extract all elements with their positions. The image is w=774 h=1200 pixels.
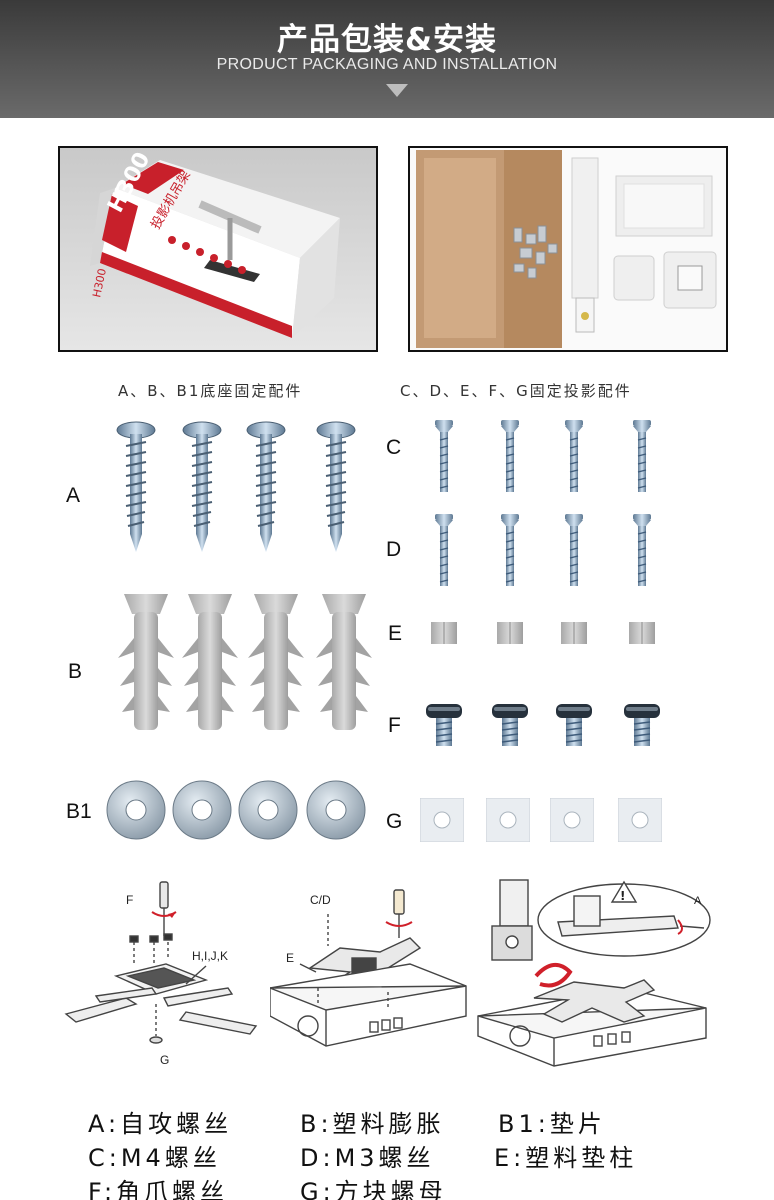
legend-b: B:塑料膨胀 bbox=[300, 1110, 445, 1138]
washer-icon bbox=[306, 780, 366, 840]
legend-f: F:角爪螺丝 bbox=[88, 1178, 229, 1200]
self-tap-screw-icon bbox=[316, 421, 356, 553]
projector-parts-heading: C、D、E、F、G固定投影配件 bbox=[400, 382, 632, 400]
diagram-label-a: A bbox=[694, 895, 702, 907]
down-arrow-icon bbox=[386, 84, 408, 97]
plastic-spacer-icon bbox=[561, 622, 587, 644]
part-label-g: G bbox=[386, 810, 403, 833]
m3-screw-icon bbox=[633, 514, 651, 587]
diagram-label-f: F bbox=[126, 893, 133, 907]
square-nut-icon bbox=[420, 798, 464, 842]
box-side-brand: H300 bbox=[90, 267, 109, 298]
legend-a: A:自攻螺丝 bbox=[88, 1110, 233, 1138]
diagram-label-cd: C/D bbox=[310, 893, 331, 907]
diagram-label-g: G bbox=[160, 1053, 169, 1067]
projector-mounting-diagram: C/D E bbox=[270, 889, 467, 1047]
part-label-d: D bbox=[386, 538, 402, 561]
part-label-b1: B1 bbox=[66, 800, 92, 823]
plastic-spacer-icon bbox=[497, 622, 523, 644]
part-label-c: C bbox=[386, 436, 402, 459]
plastic-anchor-icon bbox=[316, 594, 372, 730]
ceiling-mount-diagram: ! A bbox=[477, 879, 711, 1067]
m3-screw-icon bbox=[501, 514, 519, 587]
washer-icon bbox=[106, 780, 166, 840]
header-banner: 产品包装&安装 PRODUCT PACKAGING AND INSTALLATI… bbox=[0, 0, 774, 118]
legend-d: D:M3螺丝 bbox=[300, 1144, 435, 1172]
diagram-label-e: E bbox=[286, 951, 294, 965]
part-label-b: B bbox=[68, 660, 83, 683]
claw-screw-icon bbox=[556, 704, 592, 747]
product-box-photo: H300 投影机吊架 H300 bbox=[58, 146, 378, 352]
plastic-anchor-icon bbox=[248, 594, 304, 730]
washer-icon bbox=[172, 780, 232, 840]
part-label-a: A bbox=[66, 484, 81, 507]
part-label-f: F bbox=[388, 714, 401, 737]
square-nut-icon bbox=[550, 798, 594, 842]
m4-screw-icon bbox=[633, 420, 651, 493]
plastic-spacer-icon bbox=[629, 622, 655, 644]
page-title: 产品包装&安装 bbox=[276, 22, 498, 58]
base-assembly-diagram: F H,I,J,K G bbox=[64, 881, 258, 1067]
square-nut-icon bbox=[486, 798, 530, 842]
m4-screw-icon bbox=[435, 420, 453, 493]
square-nut-icon bbox=[618, 798, 662, 842]
m3-screw-icon bbox=[565, 514, 583, 587]
claw-screw-icon bbox=[492, 704, 528, 747]
base-parts-heading: A、B、B1底座固定配件 bbox=[118, 382, 303, 400]
m3-screw-icon bbox=[435, 514, 453, 587]
plastic-anchor-icon bbox=[118, 594, 174, 730]
self-tap-screw-icon bbox=[246, 421, 286, 553]
claw-screw-icon bbox=[624, 704, 660, 747]
diagram-label-hijk: H,I,J,K bbox=[192, 949, 228, 963]
plastic-anchor-icon bbox=[182, 594, 238, 730]
page-subtitle: PRODUCT PACKAGING AND INSTALLATION bbox=[216, 56, 558, 73]
claw-screw-icon bbox=[426, 704, 462, 747]
legend-g: G:方块螺母 bbox=[300, 1178, 447, 1200]
self-tap-screw-icon bbox=[182, 421, 222, 553]
self-tap-screw-icon bbox=[116, 421, 156, 553]
m4-screw-icon bbox=[565, 420, 583, 493]
package-contents-photo bbox=[408, 146, 728, 352]
m4-screw-icon bbox=[501, 420, 519, 493]
plastic-spacer-icon bbox=[431, 622, 457, 644]
legend-c: C:M4螺丝 bbox=[88, 1144, 221, 1172]
legend-b1: B1:垫片 bbox=[498, 1110, 606, 1138]
legend-e: E:塑料垫柱 bbox=[494, 1144, 638, 1172]
washer-icon bbox=[238, 780, 298, 840]
part-label-e: E bbox=[388, 622, 403, 645]
warning-icon: ! bbox=[620, 889, 625, 903]
